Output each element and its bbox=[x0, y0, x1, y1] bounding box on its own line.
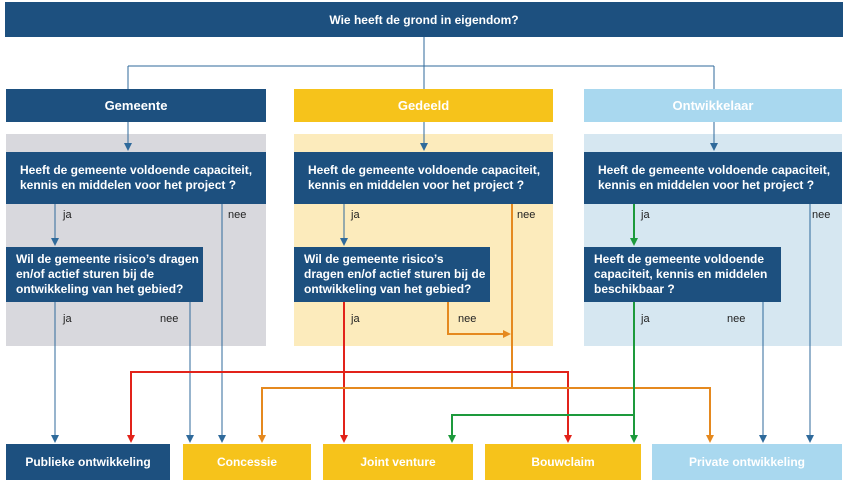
label-no-gemeente-2: nee bbox=[160, 313, 179, 325]
column-title: Ontwikkelaar bbox=[672, 98, 754, 113]
top-distribution-lines bbox=[127, 37, 715, 89]
outcome-label: Private ontwikkeling bbox=[688, 455, 806, 469]
red-joint-venture-lines bbox=[127, 371, 572, 443]
column-header-gedeeld: Gedeeld bbox=[294, 89, 553, 122]
question-resources-ontwikkelaar: Heeft de gemeente voldoende capaciteit, … bbox=[584, 247, 781, 302]
label-no-gedeeld-2: nee bbox=[458, 313, 477, 325]
outcome-label: Joint venture bbox=[360, 455, 436, 469]
label-yes-gemeente-1: ja bbox=[63, 209, 72, 221]
label-yes-ontwikkelaar-1: ja bbox=[641, 209, 650, 221]
question-text: Wil de gemeente risico’s dragen en/of ac… bbox=[304, 252, 486, 296]
outcome-private-ontwikkeling: Private ontwikkeling bbox=[652, 444, 842, 480]
orange-distribution-lines bbox=[258, 387, 714, 443]
outcome-label: Concessie bbox=[216, 455, 278, 469]
label-no-gemeente-1: nee bbox=[228, 209, 247, 221]
column-title: Gedeeld bbox=[397, 98, 450, 113]
label-yes-gedeeld-2: ja bbox=[351, 313, 360, 325]
question-capacity-ontwikkelaar: Heeft de gemeente voldoende capaciteit, … bbox=[584, 152, 842, 204]
outcome-bouwclaim: Bouwclaim bbox=[485, 444, 641, 480]
outcome-label: Bouwclaim bbox=[531, 455, 595, 469]
outcome-concessie: Concessie bbox=[183, 444, 311, 480]
question-risk-gedeeld: Wil de gemeente risico’s dragen en/of ac… bbox=[294, 247, 490, 302]
top-question-box: Wie heeft de grond in eigendom? bbox=[5, 2, 843, 37]
label-no-gedeeld-1: nee bbox=[517, 209, 536, 221]
question-text: Heeft de gemeente voldoende capaciteit, … bbox=[20, 163, 253, 192]
column-header-gemeente: Gemeente bbox=[6, 89, 266, 122]
question-risk-gemeente: Wil de gemeente risico’s dragen en/of ac… bbox=[6, 247, 203, 302]
question-text: Heeft de gemeente voldoende capaciteit, … bbox=[598, 163, 831, 192]
question-text: Wil de gemeente risico’s dragen en/of ac… bbox=[16, 252, 199, 296]
label-no-ontwikkelaar-2: nee bbox=[727, 313, 746, 325]
question-text: Heeft de gemeente voldoende capaciteit, … bbox=[308, 163, 541, 192]
outcome-joint-venture: Joint venture bbox=[323, 444, 473, 480]
question-capacity-gemeente: Heeft de gemeente voldoende capaciteit, … bbox=[6, 152, 266, 204]
column-header-ontwikkelaar: Ontwikkelaar bbox=[584, 89, 842, 122]
label-yes-gedeeld-1: ja bbox=[351, 209, 360, 221]
label-no-ontwikkelaar-1: nee bbox=[812, 209, 831, 221]
label-yes-ontwikkelaar-2: ja bbox=[641, 313, 650, 325]
column-title: Gemeente bbox=[104, 98, 168, 113]
outcome-publieke-ontwikkeling: Publieke ontwikkeling bbox=[6, 444, 170, 480]
label-yes-gemeente-2: ja bbox=[63, 313, 72, 325]
question-capacity-gedeeld: Heeft de gemeente voldoende capaciteit, … bbox=[294, 152, 553, 204]
top-question-text: Wie heeft de grond in eigendom? bbox=[329, 12, 519, 27]
question-text: Heeft de gemeente voldoende capaciteit, … bbox=[594, 252, 768, 296]
outcome-label: Publieke ontwikkeling bbox=[25, 455, 151, 469]
